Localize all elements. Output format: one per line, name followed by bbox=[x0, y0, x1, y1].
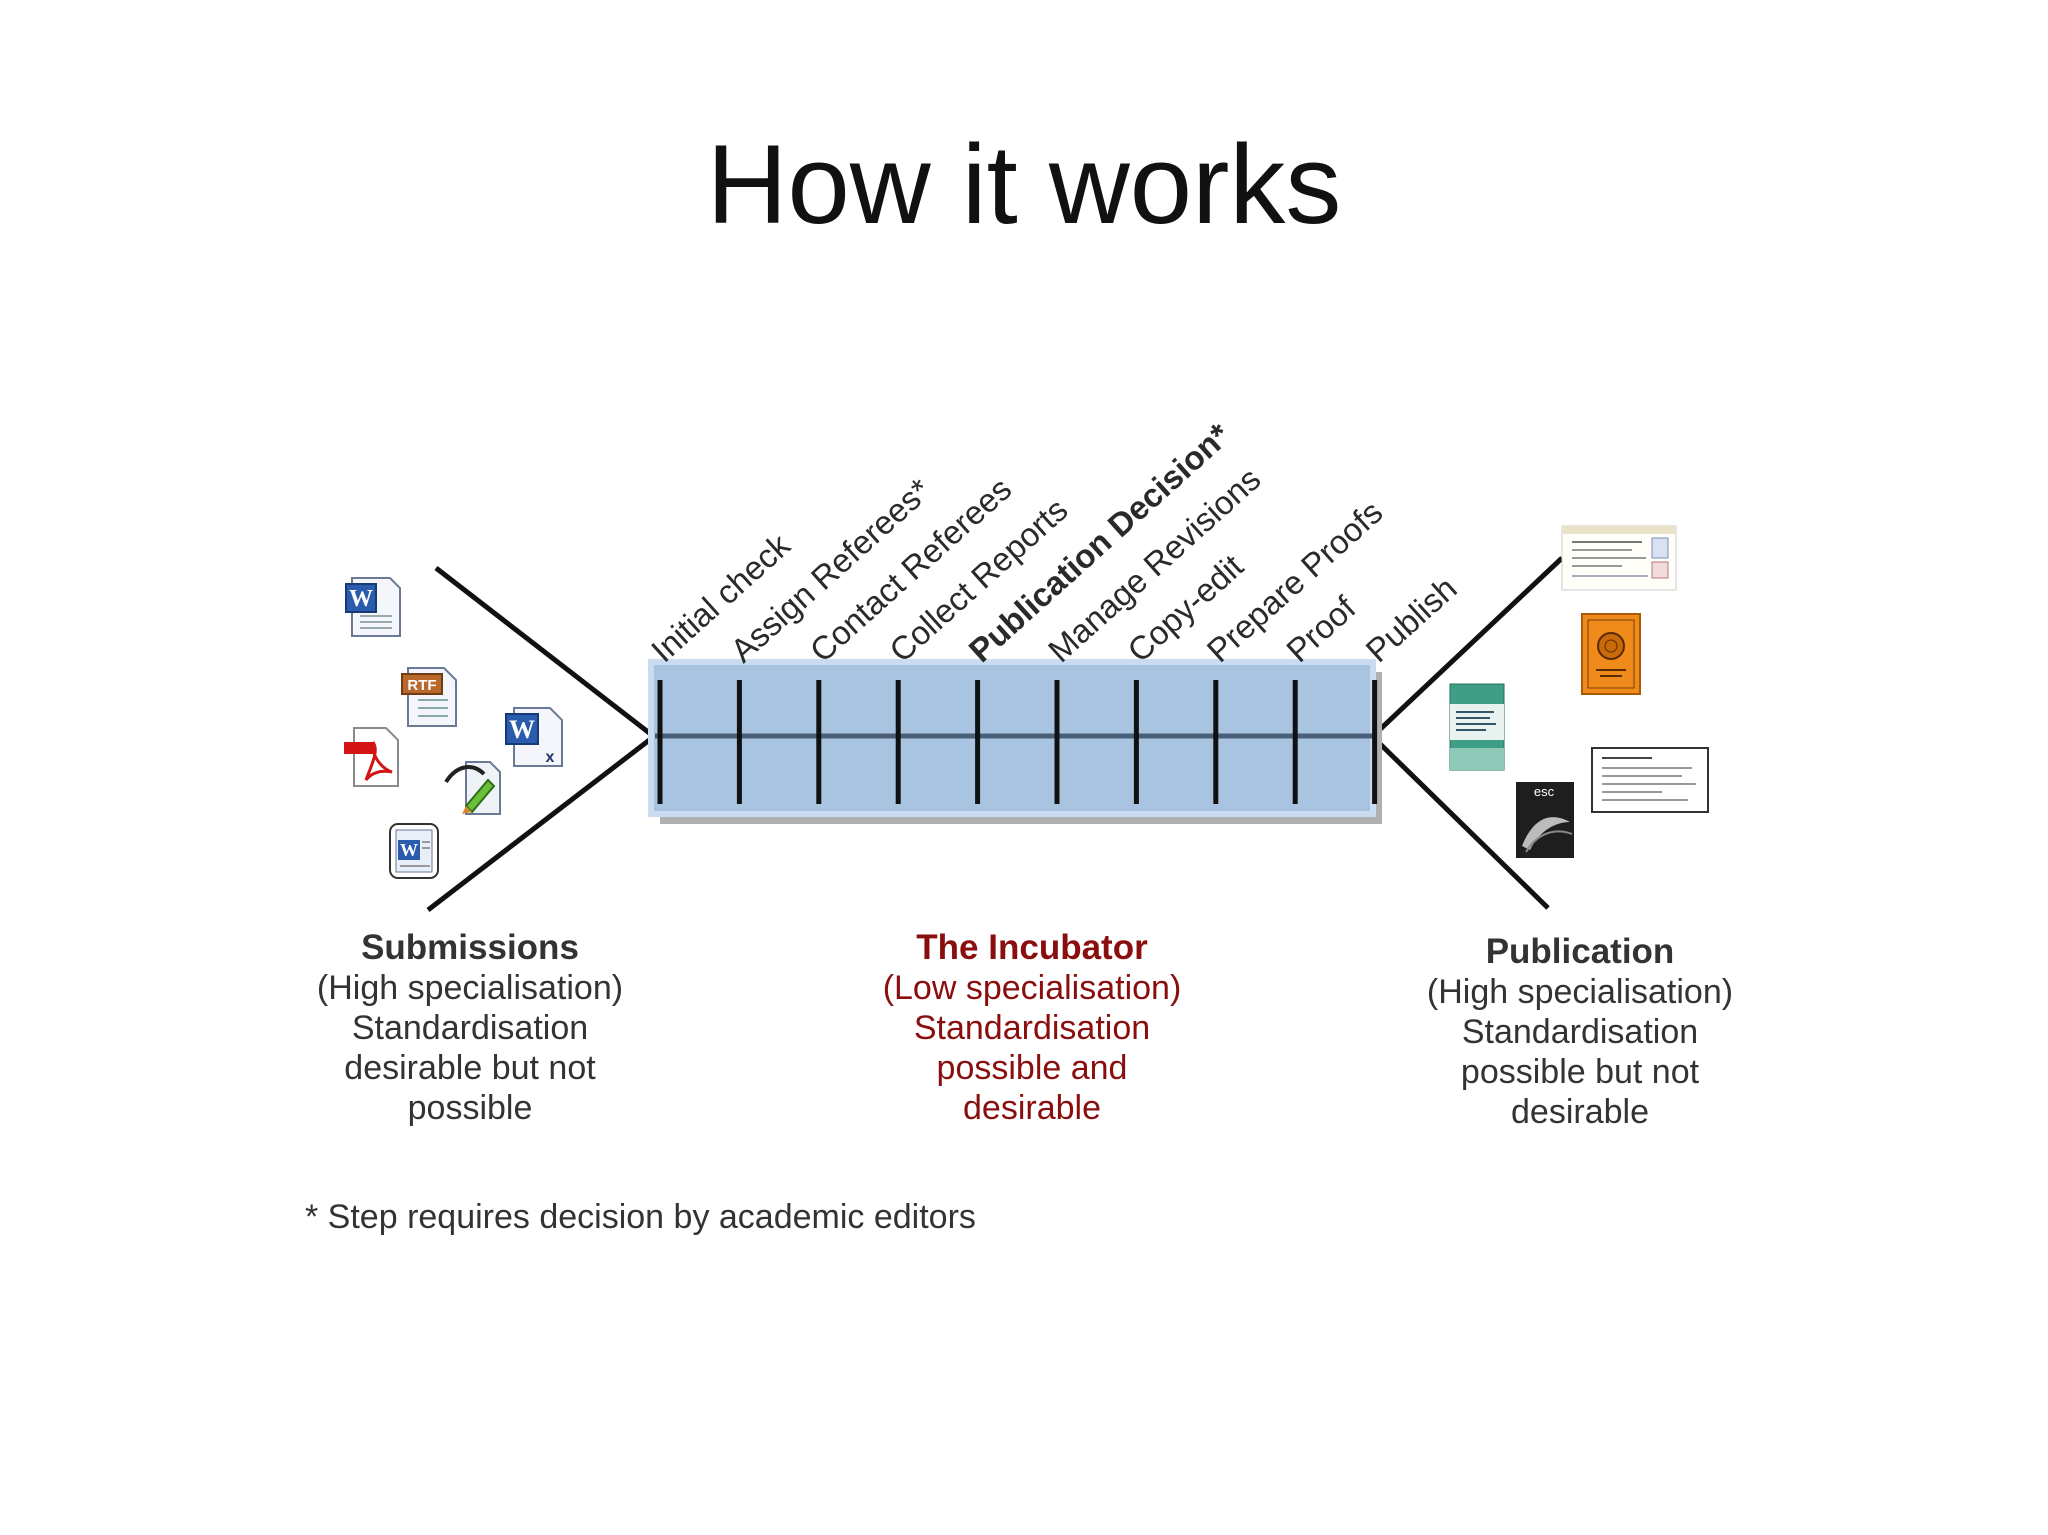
rtf-doc-icon: RTF bbox=[401, 667, 457, 727]
journal-page-thumb bbox=[1561, 525, 1677, 591]
publication-line-3: possible but not bbox=[1460, 1053, 1700, 1091]
submissions-label: Submissions (High specialisation) Standa… bbox=[300, 928, 640, 1128]
submissions-line-1: (High specialisation) bbox=[316, 969, 624, 1007]
esc-journal-cover-thumb: esc bbox=[1516, 782, 1574, 858]
word-doc-icon: W bbox=[345, 577, 401, 637]
esc-cover-text: esc bbox=[1534, 784, 1555, 799]
green-book-cover-thumb bbox=[1449, 683, 1505, 771]
svg-text:W: W bbox=[509, 715, 535, 744]
incubator-line-4: desirable bbox=[963, 1089, 1101, 1127]
funnel-line-right-top bbox=[1372, 556, 1564, 737]
word-doc-icon: W bbox=[389, 823, 439, 879]
funnel-line-left-bottom bbox=[426, 736, 654, 912]
incubator-line-1: (Low specialisation) bbox=[882, 969, 1182, 1007]
submissions-line-2: Standardisation bbox=[351, 1009, 589, 1047]
svg-text:x: x bbox=[546, 749, 555, 766]
publication-heading: Publication bbox=[1485, 932, 1675, 971]
svg-text:RTF: RTF bbox=[407, 677, 436, 694]
step-ticks bbox=[657, 680, 1378, 804]
orange-book-cover-thumb bbox=[1581, 613, 1641, 695]
article-page-thumb bbox=[1591, 747, 1709, 813]
incubator-line-3: possible and bbox=[936, 1049, 1128, 1087]
incubator-line-2: Standardisation bbox=[913, 1009, 1151, 1047]
svg-text:W: W bbox=[349, 586, 373, 612]
svg-text:W: W bbox=[400, 840, 418, 860]
word-x-doc-icon: W x bbox=[505, 707, 563, 767]
incubator-heading: The Incubator bbox=[916, 928, 1148, 967]
footnote: * Step requires decision by academic edi… bbox=[305, 1198, 976, 1236]
incubator-label: The Incubator (Low specialisation) Stand… bbox=[862, 928, 1202, 1128]
publication-line-2: Standardisation bbox=[1461, 1013, 1699, 1051]
publication-line-1: (High specialisation) bbox=[1426, 973, 1734, 1011]
latex-editor-icon bbox=[444, 761, 501, 815]
submissions-line-3: desirable but not bbox=[344, 1049, 596, 1087]
submissions-line-4: possible bbox=[407, 1089, 533, 1127]
publication-label: Publication (High specialisation) Standa… bbox=[1410, 932, 1750, 1132]
funnel-line-right-bottom bbox=[1372, 736, 1550, 910]
funnel-line-left-top bbox=[434, 566, 654, 737]
slide-title: How it works bbox=[706, 122, 1342, 247]
submissions-heading: Submissions bbox=[361, 928, 579, 967]
step-label: Publish bbox=[1359, 569, 1464, 669]
publication-line-4: desirable bbox=[1511, 1093, 1649, 1131]
pdf-icon bbox=[344, 727, 399, 787]
